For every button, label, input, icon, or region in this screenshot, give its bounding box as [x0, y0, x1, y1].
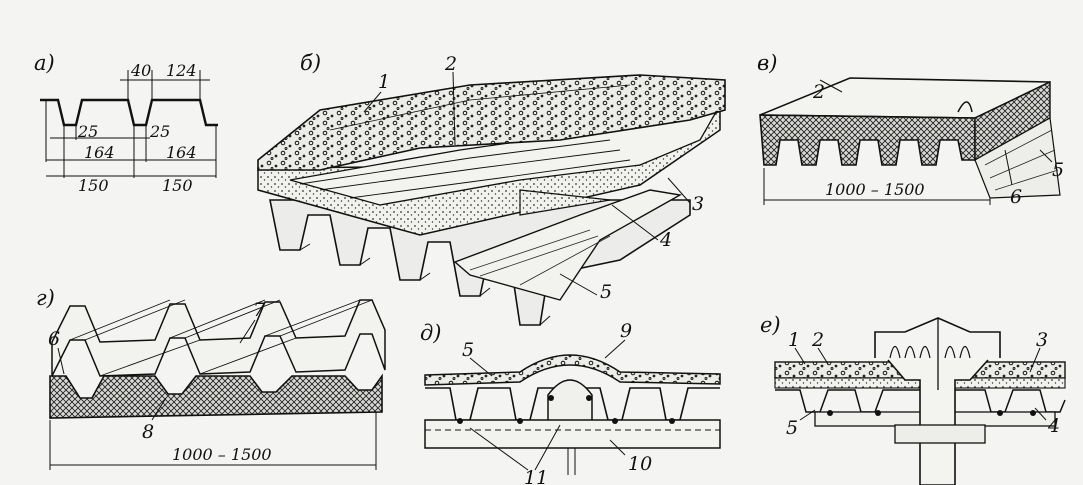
dim-150-left: 150 — [78, 176, 109, 195]
panel-e-drain-section: е) 1 2 3 5 4 — [760, 313, 1066, 485]
g-callout-6: 6 — [48, 328, 60, 350]
dim-25-right: 25 — [149, 122, 170, 141]
dim-150-right: 150 — [162, 176, 193, 195]
v-callout-2: 2 — [812, 81, 825, 103]
panel-g-section — [49, 373, 383, 419]
g-callout-7: 7 — [253, 299, 266, 321]
dim-164-right: 164 — [166, 143, 197, 162]
panel-g-letter: г) — [36, 286, 55, 310]
panel-g-rib-lines — [69, 299, 373, 377]
panel-e-letter: е) — [760, 313, 781, 337]
panel-d-fasteners — [457, 395, 675, 424]
deck-profile-line — [40, 98, 218, 127]
panel-a-profile: а) 40 124 25 25 164 164 150 150 — [34, 51, 218, 195]
v-callout-6: 6 — [1010, 186, 1022, 208]
e-callout-4: 4 — [1047, 415, 1060, 437]
panel-a-letter: а) — [34, 51, 55, 75]
panel-d-leaders — [469, 339, 626, 471]
b-callout-4: 4 — [659, 229, 672, 251]
dimension-lines — [46, 79, 216, 177]
panel-g-top-ribs — [51, 299, 386, 377]
panel-v-composite-panel: в) 2 6 5 1000 – 1500 — [757, 51, 1064, 208]
drain-funnel — [887, 359, 989, 485]
d-callout-5: 5 — [462, 339, 474, 361]
b-callout-5: 5 — [600, 281, 612, 303]
panel-b-layered-roof: б) 1 2 3 4 5 — [257, 51, 726, 326]
dim-164-left: 164 — [84, 143, 115, 162]
panel-v-front-section — [759, 114, 976, 166]
g-dim-1000-1500: 1000 – 1500 — [172, 445, 272, 464]
gravel-top-layer — [257, 74, 726, 171]
deck-rib-lines — [299, 243, 551, 326]
dim-25-left: 25 — [77, 122, 98, 141]
e-callout-1: 1 — [788, 329, 800, 351]
panel-v-bottom-sheet — [974, 117, 1061, 199]
panel-e-leaders — [794, 347, 1047, 421]
v-dim-1000-1500: 1000 – 1500 — [825, 180, 925, 199]
dim-124: 124 — [166, 61, 197, 80]
panel-b-leaders — [363, 71, 691, 296]
panel-g-dim-lines — [49, 319, 377, 470]
d-callout-11: 11 — [524, 467, 548, 485]
panel-g-trapezoidal-panel: г) 6 7 8 1000 – 1500 — [36, 286, 386, 470]
vapor-barrier-layer — [453, 189, 683, 301]
e-callout-5: 5 — [786, 417, 798, 439]
dim-40: 40 — [130, 61, 151, 80]
d-callout-9: 9 — [620, 320, 632, 342]
panel-d-beam — [424, 419, 721, 449]
panel-d-joint-section: д) 5 9 10 11 — [420, 320, 721, 485]
d-callout-10: 10 — [628, 453, 652, 475]
b-callout-3: 3 — [692, 193, 704, 215]
panel-v-letter: в) — [757, 51, 777, 75]
panel-b-letter: б) — [300, 51, 321, 75]
panel-e-fasteners — [827, 410, 1036, 416]
e-callout-3: 3 — [1036, 329, 1048, 351]
v-callout-5: 5 — [1052, 159, 1064, 181]
b-callout-2: 2 — [444, 53, 457, 75]
g-callout-8: 8 — [142, 421, 154, 443]
panel-d-letter: д) — [420, 321, 442, 345]
dimension-extension-lines — [45, 70, 217, 178]
e-callout-2: 2 — [811, 329, 824, 351]
panel-v-dim-lines — [763, 79, 1053, 205]
panel-d-roofing — [424, 354, 721, 386]
b-callout-1: 1 — [378, 71, 390, 93]
